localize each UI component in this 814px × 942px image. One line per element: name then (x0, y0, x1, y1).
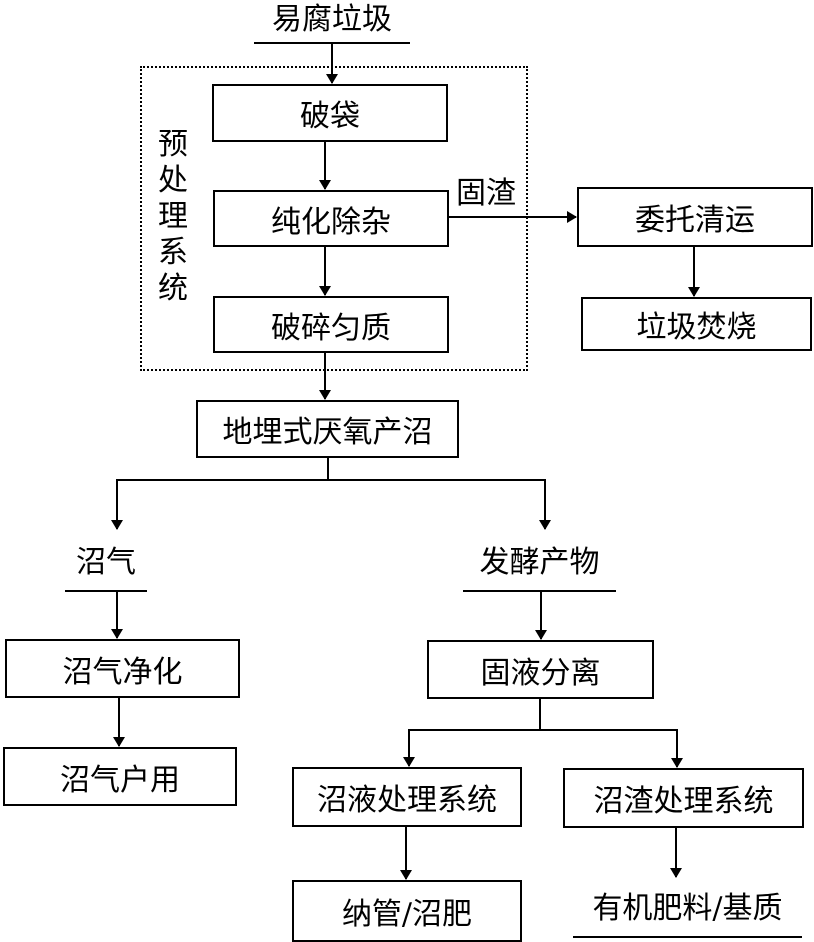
pretreatment-group (140, 66, 528, 371)
step-incineration: 垃圾焚烧 (581, 297, 812, 351)
step-purification: 纯化除杂 (213, 190, 449, 247)
solid-output-label: 有机肥料/基质 (592, 891, 783, 926)
step-solid-liquid-separation: 固液分离 (427, 640, 654, 699)
biogas-label: 沼气 (76, 545, 136, 580)
step-liquid-system: 沼液处理系统 (292, 767, 522, 827)
step-bag-breaking: 破袋 (212, 84, 448, 142)
step-outsourced-transport: 委托清运 (577, 187, 813, 247)
step-digester: 地埋式厌氧产沼 (196, 400, 459, 458)
step-biogas-purification: 沼气净化 (5, 639, 240, 698)
step-solid-system: 沼渣处理系统 (563, 768, 804, 828)
pretreatment-group-text: 预处理系统 (158, 127, 188, 306)
step-crushing: 破碎匀质 (213, 296, 449, 353)
step-liquid-output: 纳管/沼肥 (292, 880, 522, 942)
input-label: 易腐垃圾 (272, 2, 392, 37)
pretreatment-group-label: 预处理系统 (155, 127, 191, 307)
step-biogas-household-use: 沼气户用 (3, 747, 237, 806)
solid-residue-label: 固渣 (456, 176, 516, 211)
fermentation-label: 发酵产物 (479, 545, 600, 580)
